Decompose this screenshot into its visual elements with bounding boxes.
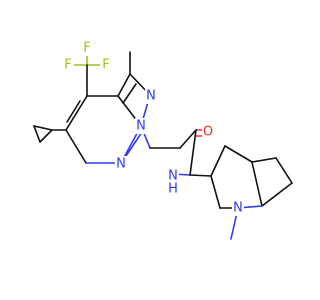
n-pyridine-label: N bbox=[116, 157, 126, 172]
f-right-bg bbox=[100, 56, 112, 72]
f-center-label: F bbox=[83, 41, 90, 56]
molecule-canvas: F F F N N N O N H N bbox=[0, 0, 300, 300]
h-amide-bg bbox=[167, 181, 179, 197]
n-pyridine-bg bbox=[115, 156, 127, 172]
h-amide-label: H bbox=[168, 182, 178, 197]
bicycle-bond-3 bbox=[224, 145, 253, 163]
background bbox=[0, 0, 300, 300]
o-carbonyl-bg bbox=[202, 124, 214, 140]
side-chain-bond-4 bbox=[189, 129, 197, 176]
double-bond-ring-2 bbox=[122, 83, 137, 104]
bicycle-bond-2 bbox=[210, 145, 226, 177]
side-chain-bond-3 bbox=[179, 129, 197, 149]
n-pyrazole-bottom-label: N bbox=[136, 119, 146, 134]
f-center-bg bbox=[81, 40, 93, 56]
bicycle-bond-4 bbox=[251, 157, 277, 163]
n-amide-bg bbox=[167, 168, 179, 184]
bicycle-bond-1 bbox=[189, 174, 212, 177]
f-left-label: F bbox=[64, 58, 71, 73]
n-bridge-label: N bbox=[233, 201, 243, 216]
n-pyrazole-top-label: N bbox=[146, 89, 156, 104]
ring-bond-5 bbox=[65, 95, 88, 131]
cyclopropyl-bond-1 bbox=[33, 125, 53, 131]
ring-bond-2 bbox=[117, 73, 131, 97]
o-carbonyl-label: O bbox=[203, 125, 213, 140]
ring-bond-6 bbox=[65, 129, 87, 164]
bicycle-bond-8 bbox=[210, 175, 221, 209]
molecule-structure: F F F N N N O N H N bbox=[0, 0, 300, 300]
n-bridge-bg bbox=[232, 200, 244, 216]
n-pyrazole-top-bg bbox=[145, 88, 157, 104]
f-left-bg bbox=[62, 56, 74, 72]
double-bond-ring-3 bbox=[125, 131, 143, 157]
cyclopropyl-bond-2 bbox=[33, 125, 41, 143]
bicycle-bond-7 bbox=[251, 161, 263, 207]
bicycle-bond-5 bbox=[275, 157, 293, 184]
cyclopropyl-bond-3 bbox=[39, 129, 53, 143]
f-right-label: F bbox=[102, 58, 109, 73]
n-pyrazole-bottom-bg bbox=[135, 118, 147, 134]
bicycle-bond-6 bbox=[261, 182, 293, 207]
n-amide-label: N bbox=[168, 169, 178, 184]
double-bond-ring-1 bbox=[66, 100, 81, 123]
